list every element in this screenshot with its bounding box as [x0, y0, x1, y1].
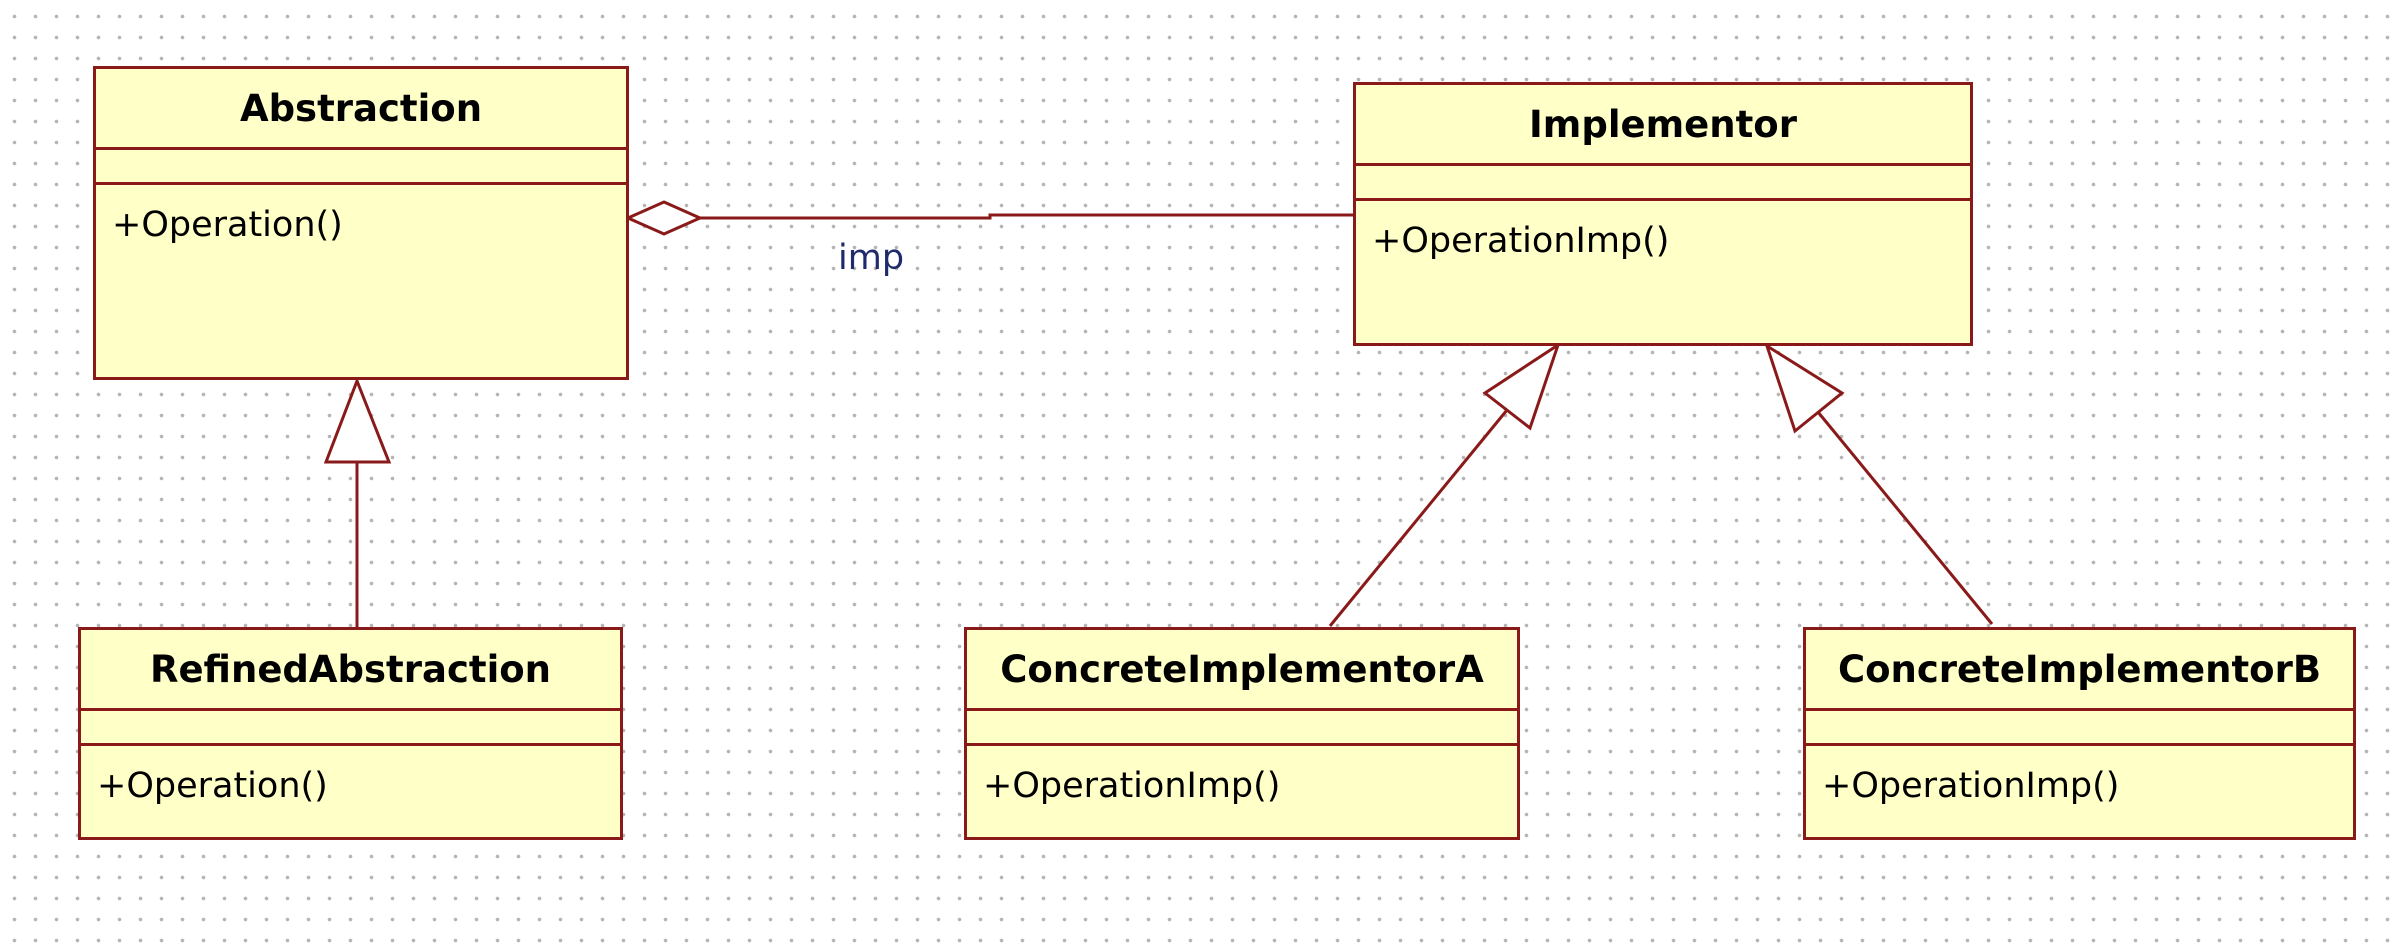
class-concrete-implementor-a[interactable]: ConcreteImplementorA +OperationImp() — [964, 627, 1520, 840]
class-refined-abstraction-name: RefinedAbstraction — [81, 630, 620, 711]
aggregation-diamond — [624, 200, 704, 236]
class-concrete-implementor-a-name: ConcreteImplementorA — [967, 630, 1517, 711]
generalization-arrowhead-concrete-a — [1482, 341, 1561, 431]
class-concrete-implementor-b-operation: +OperationImp() — [1822, 766, 2120, 806]
class-refined-abstraction-attributes — [81, 711, 620, 746]
class-concrete-implementor-b[interactable]: ConcreteImplementorB +OperationImp() — [1803, 627, 2356, 840]
generalization-line-concrete-b[interactable] — [1816, 411, 1994, 625]
class-concrete-implementor-a-attributes — [967, 711, 1517, 746]
class-abstraction[interactable]: Abstraction +Operation() — [93, 66, 629, 380]
class-abstraction-attributes — [96, 150, 626, 185]
aggregation-line[interactable] — [700, 213, 1353, 220]
class-refined-abstraction-operation: +Operation() — [97, 766, 328, 806]
generalization-line-concrete-a[interactable] — [1328, 409, 1509, 627]
class-implementor[interactable]: Implementor +OperationImp() — [1353, 82, 1973, 346]
generalization-arrowhead-refined — [323, 376, 392, 464]
class-concrete-implementor-b-attributes — [1806, 711, 2353, 746]
association-label-imp: imp — [838, 238, 905, 278]
class-concrete-implementor-b-name: ConcreteImplementorB — [1806, 630, 2353, 711]
class-implementor-attributes — [1356, 166, 1970, 201]
class-abstraction-name: Abstraction — [96, 69, 626, 150]
class-abstraction-operation: +Operation() — [112, 205, 343, 245]
class-concrete-implementor-a-operation: +OperationImp() — [983, 766, 1281, 806]
class-implementor-name: Implementor — [1356, 85, 1970, 166]
generalization-arrowhead-concrete-b — [1764, 342, 1845, 434]
class-refined-abstraction[interactable]: RefinedAbstraction +Operation() — [78, 627, 623, 840]
class-implementor-operation: +OperationImp() — [1372, 221, 1670, 261]
